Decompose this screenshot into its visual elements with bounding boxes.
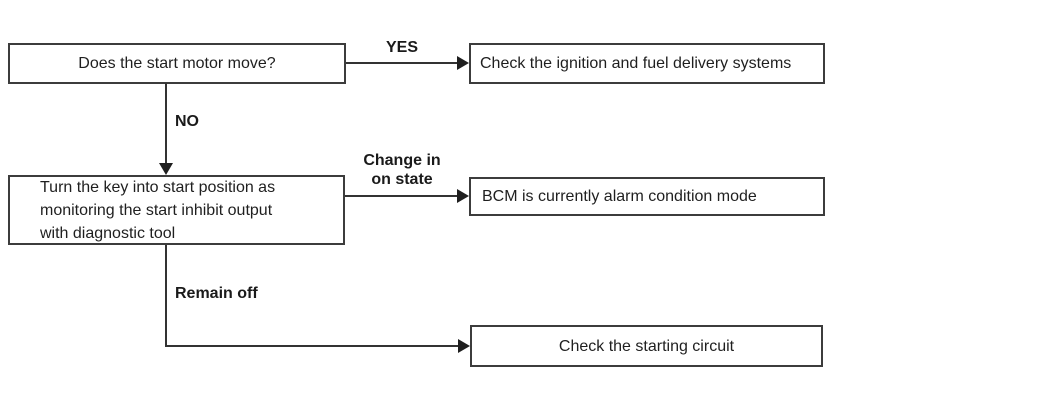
node-label: Check the starting circuit <box>558 337 735 355</box>
node-label: Does the start motor move? <box>78 55 276 72</box>
arrowhead-right-icon <box>458 339 470 353</box>
remain-off-edge-line-horizontal <box>165 345 458 347</box>
arrowhead-right-icon <box>457 56 469 70</box>
node-turn-key-instruction: Turn the key into start position as moni… <box>8 175 345 245</box>
arrowhead-right-icon <box>457 189 469 203</box>
edge-label-change-in-on-state: Change in on state <box>363 152 441 188</box>
node-label: Turn the key into start position as moni… <box>40 178 276 242</box>
node-bcm-alarm-mode: BCM is currently alarm condition mode <box>469 177 825 216</box>
change-in-on-state-edge-line <box>345 195 457 197</box>
no-edge-line <box>165 83 167 164</box>
arrowhead-down-icon <box>159 163 173 175</box>
node-label: Check the ignition and fuel delivery sys… <box>480 55 792 72</box>
node-start-motor-question: Does the start motor move? <box>8 43 346 84</box>
node-label: BCM is currently alarm condition mode <box>482 188 757 205</box>
yes-edge-line <box>346 62 458 64</box>
node-check-starting-circuit: Check the starting circuit <box>470 325 823 367</box>
edge-label-remain-off: Remain off <box>175 285 258 302</box>
edge-label-yes: YES <box>385 39 418 56</box>
edge-label-no: NO <box>175 113 199 130</box>
node-check-ignition-fuel: Check the ignition and fuel delivery sys… <box>469 43 825 84</box>
remain-off-edge-line-vertical <box>165 245 167 347</box>
